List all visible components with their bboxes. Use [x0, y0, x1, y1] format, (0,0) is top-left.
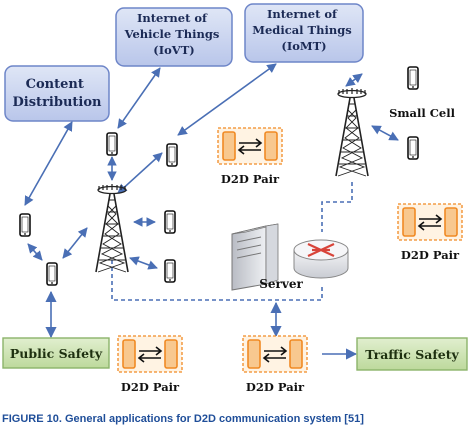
backbone-links [111, 182, 353, 301]
phone-lower-left [46, 262, 58, 286]
server-label: Server [259, 277, 303, 291]
phone-small-cell-top [407, 66, 419, 90]
phone-right-middle [164, 210, 176, 234]
phone-top [106, 132, 118, 156]
content-distribution-box: Content Distribution [4, 65, 110, 122]
public-safety-label: Public Safety [10, 346, 103, 361]
connection-arrows [24, 63, 399, 360]
router-icon [293, 239, 349, 279]
d2d-pair-right: D2D Pair [397, 203, 463, 262]
small-cell-label: Small Cell [389, 106, 456, 120]
d2d-pair-bottom-center: D2D Pair [242, 335, 308, 394]
figure-caption: FIGURE 10. General applications for D2D … [2, 413, 364, 425]
d2d-pair-right-label: D2D Pair [401, 248, 460, 262]
svg-text:Content Distribution: Content Distribution [13, 77, 102, 110]
content-line-1: Content [26, 77, 84, 92]
traffic-safety-label: Traffic Safety [365, 347, 459, 362]
traffic-safety-box: Traffic Safety [356, 337, 468, 371]
public-safety-box: Public Safety [2, 337, 110, 369]
d2d-pair-center: D2D Pair [217, 127, 283, 186]
iomt-line-2: Medical Things [252, 23, 351, 37]
d2d-pair-bottom-left-label: D2D Pair [121, 380, 180, 394]
base-station-tower [95, 183, 129, 273]
phone-right-lower [164, 259, 176, 283]
iovt-line-1: Internet of [137, 11, 208, 25]
iovt-line-3: (IoVT) [153, 43, 194, 57]
iovt-line-2: Vehicle Things [124, 27, 220, 41]
iomt-line-3: (IoMT) [281, 39, 326, 53]
phone-left [19, 213, 31, 237]
d2d-pair-center-label: D2D Pair [221, 172, 280, 186]
content-line-2: Distribution [13, 95, 102, 110]
svg-text:Internet of Vehicle Thin: Internet of Vehicle Things (IoVT) [124, 11, 224, 57]
svg-text:Internet of Medical Thin: Internet of Medical Things (IoMT) [252, 7, 355, 53]
iovt-box: Internet of Vehicle Things (IoVT) [115, 7, 233, 67]
server-icon [231, 223, 279, 291]
iomt-line-1: Internet of [267, 7, 338, 21]
phone-small-cell-bottom [407, 136, 419, 160]
iomt-box: Internet of Medical Things (IoMT) [244, 3, 364, 63]
phone-iomt [166, 143, 178, 167]
d2d-pair-bottom-left: D2D Pair [117, 335, 183, 394]
small-cell-tower [335, 87, 369, 177]
d2d-pair-bottom-center-label: D2D Pair [246, 380, 305, 394]
